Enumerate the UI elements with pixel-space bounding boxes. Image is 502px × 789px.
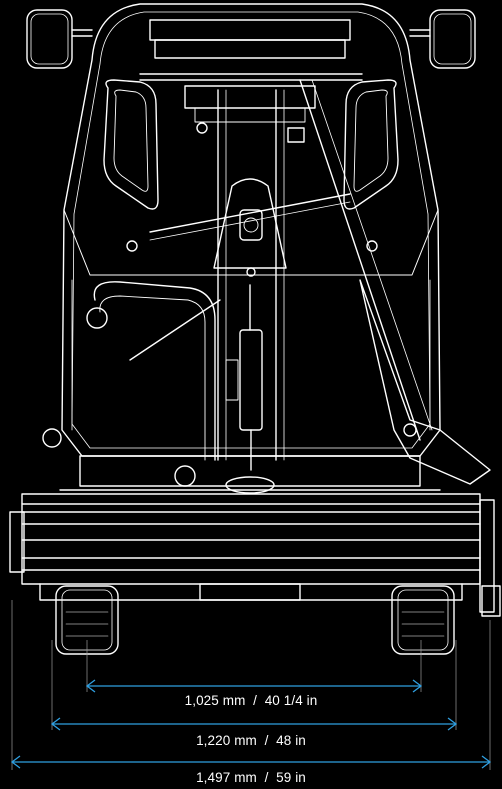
wheel-track-dimension-label: 1,220 mm / 48 in — [196, 733, 306, 748]
dimension-arrows — [10, 679, 492, 769]
extension-lines — [11, 600, 491, 770]
roof-frame — [139, 19, 363, 143]
inner-track-dimension-label: 1,025 mm / 40 1/4 in — [184, 693, 318, 708]
left-mirror — [26, 9, 93, 69]
diagonal-struts — [129, 79, 433, 441]
right-mirror — [409, 9, 476, 69]
overall-width-dimension-label: 1,497 mm / 59 in — [196, 770, 306, 785]
lift-mast — [213, 89, 287, 471]
wheel-track-arrow — [50, 717, 458, 731]
overall-width-arrow — [10, 755, 492, 769]
cab-shell — [61, 3, 441, 457]
right-lamp — [343, 79, 399, 252]
inner-track-arrow — [85, 679, 423, 693]
chassis — [59, 455, 441, 494]
left-lamp — [103, 79, 159, 252]
side-brush-arm — [359, 279, 491, 485]
left-hose — [42, 281, 216, 461]
right-wheel — [391, 585, 455, 655]
front-deck — [9, 493, 501, 617]
